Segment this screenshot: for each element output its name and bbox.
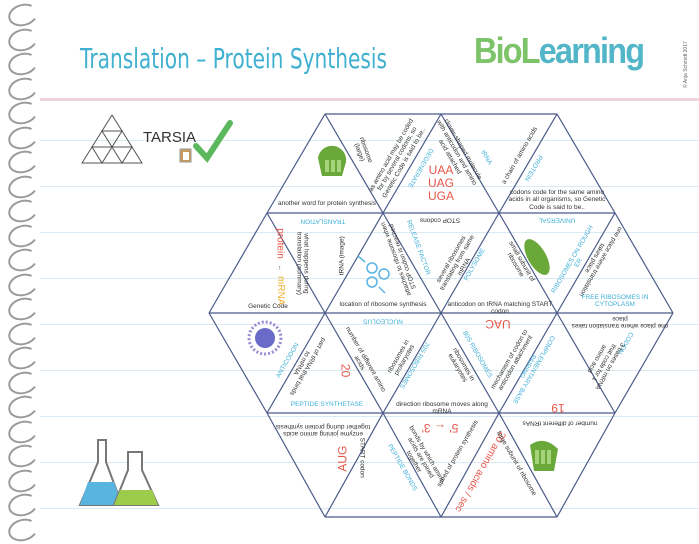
grid-edge — [440, 312, 500, 414]
clipboard-icon — [179, 148, 192, 163]
rough-er-ribosome-image — [247, 320, 283, 356]
ruled-line — [40, 232, 699, 233]
grid-edge — [556, 212, 616, 314]
decorations — [78, 114, 233, 506]
tarsia-piece-text: location of ribosome synthesis — [339, 301, 427, 308]
grid-edge — [382, 312, 442, 414]
grid-edge — [266, 412, 326, 518]
tarsia-piece-text: anticodon on tRNA matching START codon — [447, 301, 553, 316]
tarsia-piece-text: Genetic Code — [248, 303, 288, 310]
ruled-line — [40, 140, 699, 141]
tarsia-label: TARSIA — [143, 129, 197, 146]
grid-edge — [324, 212, 384, 314]
ruled-line — [40, 416, 699, 417]
tarsia-piece-text: one place where translation takes place — [571, 314, 669, 329]
tarsia-piece-text: UAA UAG UGA — [427, 163, 454, 204]
small-ribosome-image — [524, 239, 550, 275]
tarsia-triangle-icon — [81, 114, 143, 164]
grid-edge — [440, 113, 500, 214]
grid-edge — [324, 113, 384, 214]
ruled-line — [40, 462, 699, 463]
tarsia-piece-text: NUCLEOLUS — [363, 317, 403, 325]
page-title: Translation – Protein Synthesis — [80, 42, 388, 75]
tarsia-piece-text: 19 — [551, 401, 565, 416]
tarsia-piece-text: number of different tRNAs — [522, 419, 598, 427]
tarsia-piece-text: protein — [274, 228, 286, 259]
trna-image — [357, 255, 390, 294]
grid-edge — [440, 212, 500, 314]
tarsia-piece-text: PEPTIDE SYNTHETASE — [290, 401, 364, 408]
grid-edge — [498, 212, 558, 314]
tarsia-piece-text: what happens during translation (summary… — [295, 232, 310, 295]
grid-edge — [324, 312, 384, 414]
logo-text-a: BioL — [474, 30, 541, 71]
grid-edge — [266, 312, 326, 414]
header-divider — [40, 98, 699, 101]
grid-edge — [614, 212, 674, 314]
tarsia-piece-text: FREE RIBOSOMES IN CYTOPLASM — [581, 294, 649, 309]
grid-edge — [556, 113, 616, 214]
grid-edge — [324, 412, 384, 518]
grid-edge — [382, 113, 442, 214]
tarsia-piece-text: tRNA (image) — [338, 236, 346, 276]
grid-edge — [208, 212, 268, 314]
flasks-icon — [78, 439, 160, 506]
tarsia-piece-text: START codon — [358, 437, 366, 478]
ruled-line — [40, 508, 699, 509]
grid-edge — [382, 212, 442, 314]
grid-edge — [382, 412, 442, 518]
grid-edge — [440, 412, 500, 518]
grid-edge — [556, 412, 616, 518]
grid-edge — [266, 212, 326, 314]
large-subunit-image — [530, 440, 558, 471]
grid-edge — [614, 312, 674, 414]
tarsia-piece-text: UNIVERSAL — [538, 216, 576, 224]
logo-text-b: earning — [538, 30, 645, 71]
ruled-line — [40, 370, 699, 371]
tarsia-piece-text: ← — [276, 264, 284, 271]
grid-edge — [498, 312, 558, 414]
grid-edge — [556, 312, 616, 414]
checkmark-icon — [193, 120, 233, 163]
tarsia-piece-text: mRNA — [274, 276, 286, 306]
tarsia-piece-text: another word for protein synthesis — [278, 200, 376, 207]
tarsia-piece-text: TRANSLATION — [300, 217, 346, 225]
tarsia-piece-text: UAC — [485, 317, 511, 332]
ruled-line — [40, 186, 699, 187]
tarsia-piece-text: 5' ← 3' — [421, 421, 459, 436]
large-ribosome-image — [318, 145, 347, 176]
grid-edge — [208, 312, 268, 414]
tarsia-piece-text: 20 — [338, 363, 353, 378]
tarsia-piece-text: codons code for the same amino acids in … — [508, 189, 606, 211]
tarsia-piece-text: direction ribosome moves along mRNA — [396, 401, 488, 416]
tarsia-hexagon-grid — [208, 113, 674, 518]
tarsia-piece-text: AUG — [335, 445, 350, 472]
grid-edge — [498, 113, 558, 214]
grid-edge — [498, 412, 558, 518]
grid-edge — [266, 113, 326, 214]
ruled-line — [40, 324, 699, 325]
biolearning-logo: BioLearning — [474, 30, 645, 72]
